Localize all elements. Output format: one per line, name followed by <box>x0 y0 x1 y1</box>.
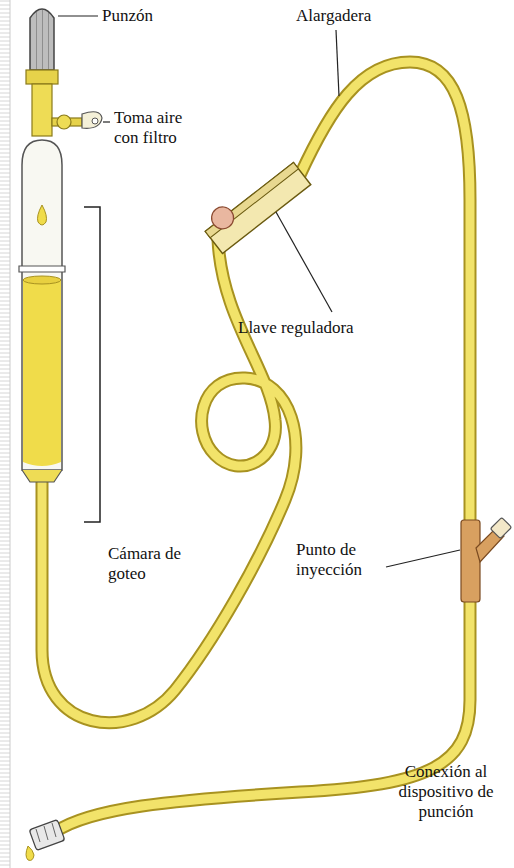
part-label: Toma aire con filtro <box>114 108 210 148</box>
part-label: Alargadera <box>296 6 406 26</box>
part-label: Punzón <box>102 6 182 26</box>
slide-edge <box>0 0 10 868</box>
luer-connector <box>26 820 65 861</box>
air-vent-filter <box>52 112 102 129</box>
bracket <box>84 207 100 522</box>
part-label: Llave reguladora <box>238 318 418 338</box>
part-label: Conexión al dispositivo de punción <box>384 762 508 822</box>
leader-lines <box>58 16 460 567</box>
spike <box>26 9 58 136</box>
part-label: Cámara de goteo <box>108 544 190 584</box>
injection-port <box>461 517 512 602</box>
part-label: Punto de inyección <box>296 540 384 580</box>
tube <box>42 62 470 832</box>
roller-clamp <box>198 154 310 254</box>
drip-chamber <box>19 140 65 482</box>
